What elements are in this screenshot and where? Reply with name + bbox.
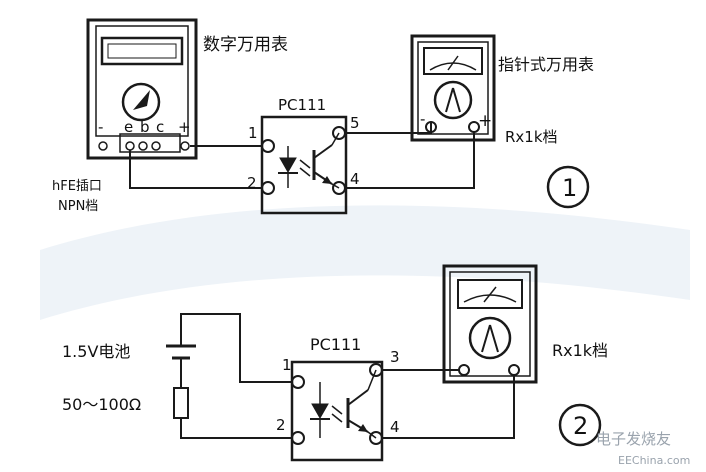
pin-4-label-2: 4 [390, 418, 400, 436]
probe-plus-terminal-2 [508, 364, 520, 376]
jack-plus [180, 141, 190, 151]
battery-label: 1.5V电池 [62, 342, 130, 361]
pin-1-label-2: 1 [282, 356, 292, 374]
wire-pin5-to-meter [345, 122, 432, 134]
analog-multimeter-2 [442, 264, 538, 384]
circle-number-1-ring [546, 165, 590, 209]
digital-meter-label: 数字万用表 [203, 35, 288, 55]
jack-minus [98, 141, 108, 151]
digital-multimeter [86, 18, 198, 160]
probe-minus-terminal-2 [458, 364, 470, 376]
circle-number-2-ring [558, 403, 602, 447]
selector-dial-icon [121, 82, 161, 122]
socket-label-line1: hFE插口 [52, 179, 102, 194]
socket-letter-minus: - [98, 118, 103, 136]
watermark-en: EEChina.com [618, 454, 690, 467]
range-knob-icon-2 [468, 316, 512, 360]
wire-pin2-to-socket [129, 150, 262, 189]
wire-resistor-to-pin2 [180, 418, 292, 439]
pin-2-terminal-2 [291, 431, 305, 445]
resistor-label: 50～100Ω [62, 395, 141, 414]
pin-1-label: 1 [248, 124, 258, 142]
optocoupler-1 [260, 115, 348, 215]
wire-battery-to-pin1 [180, 313, 292, 383]
analog-meter-minus: - [420, 110, 425, 128]
pin-4-label: 4 [350, 170, 360, 188]
socket-b [138, 141, 148, 151]
led-icon-2 [311, 403, 329, 420]
optocoupler-2-label: PC111 [310, 335, 361, 354]
watermark-cn: 电子发烧友 [596, 430, 671, 448]
pin-1-terminal-2 [291, 375, 305, 389]
range-knob-icon [433, 80, 473, 120]
wire-pin4-to-meter [345, 132, 475, 189]
socket-e [125, 141, 135, 151]
pin-3-label-2: 3 [390, 348, 400, 366]
pin-1-terminal [261, 139, 275, 153]
led-icon [279, 157, 297, 174]
optocoupler-2 [290, 360, 384, 462]
optocoupler-1-label: PC111 [278, 96, 326, 114]
circuit-1 [86, 18, 496, 215]
wire-pin4-to-meter-2 [382, 375, 515, 439]
pin-2-label-2: 2 [276, 416, 286, 434]
socket-label-line2: NPN档 [58, 199, 98, 214]
socket-letter-b: b [140, 118, 150, 136]
pin-5-label: 5 [350, 114, 360, 132]
pin-2-terminal [261, 181, 275, 195]
analog-meter-plus: + [478, 111, 492, 131]
pin-2-label: 2 [247, 174, 257, 192]
circle-number-1: 1 [562, 174, 577, 202]
battery-icon [166, 344, 196, 360]
range-label-1: Rx1k档 [505, 128, 558, 146]
background-swirl [40, 205, 690, 320]
socket-letter-c: c [156, 118, 164, 136]
circle-number-2: 2 [573, 412, 588, 440]
socket-letter-plus: + [178, 118, 191, 136]
circuit-2 [166, 264, 538, 462]
analog-multimeter-1 [410, 34, 496, 142]
socket-letter-e: e [124, 118, 133, 136]
resistor-icon [173, 387, 189, 419]
analog-meter-label: 指针式万用表 [498, 55, 594, 74]
socket-c [151, 141, 161, 151]
range-label-2: Rx1k档 [552, 341, 608, 360]
